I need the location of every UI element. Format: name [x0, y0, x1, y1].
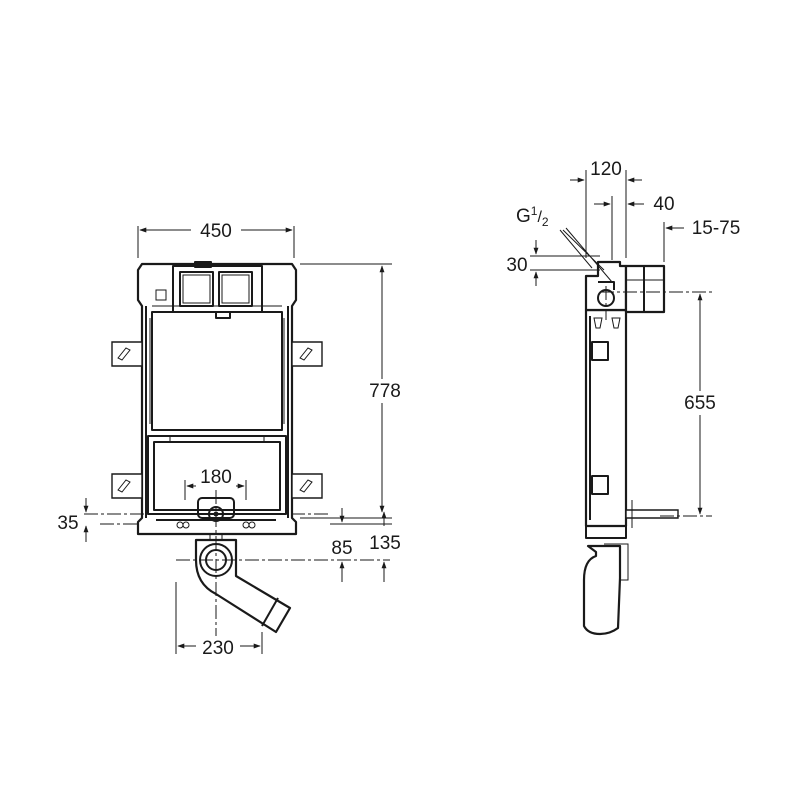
- dim-width-label: 450: [200, 221, 232, 242]
- side-drain-bend: [582, 544, 622, 636]
- dim-wall-label: 15-75: [692, 218, 741, 239]
- bracket-upper-right: [291, 341, 323, 367]
- dim-offset-left-label: 35: [57, 513, 78, 534]
- dim-height-label: 778: [369, 381, 401, 402]
- drain-bend: [194, 533, 292, 634]
- dim-top-label: 30: [506, 255, 527, 276]
- side-view: 120 40 15-75 G1/2 30 655: [506, 159, 741, 636]
- bracket-lower-left: [111, 473, 143, 499]
- dim-drop-a-label: 85: [331, 538, 352, 559]
- dim-drop-b-label: 135: [369, 533, 401, 554]
- dim-connector-label: 40: [653, 194, 674, 215]
- thread-label: G1/2: [516, 204, 549, 229]
- dim-inner-label: 180: [200, 467, 232, 488]
- mount-bolts: [176, 521, 256, 529]
- front-view: 450 778 180 35 85 135 230: [57, 219, 406, 659]
- frame-outline: [136, 262, 298, 536]
- dim-base-label: 230: [202, 638, 234, 659]
- dim-inlet-height-label: 655: [684, 393, 716, 414]
- dim-depth-label: 120: [590, 159, 622, 180]
- outlet-pipe: [625, 509, 679, 519]
- bracket-upper-left: [111, 341, 143, 367]
- bracket-lower-right: [291, 473, 323, 499]
